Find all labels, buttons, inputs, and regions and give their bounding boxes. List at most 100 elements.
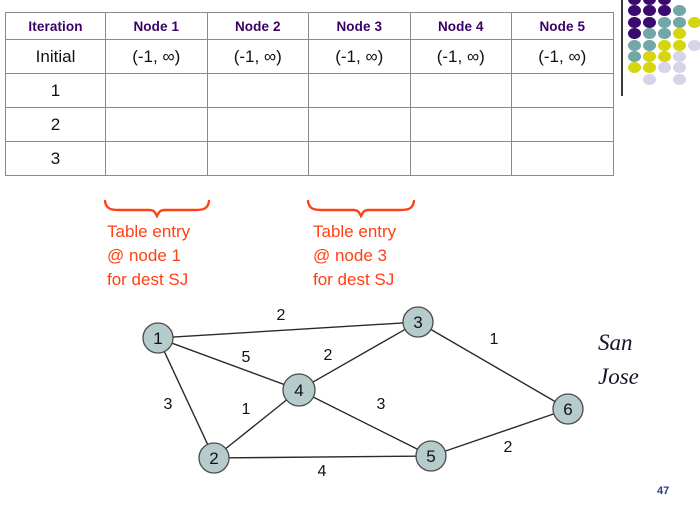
- edge-weight-5-6: 2: [504, 439, 513, 456]
- table-header-node-4: Node 4: [409, 12, 512, 40]
- cell-1-node-5[interactable]: [511, 73, 614, 108]
- decorative-dot: [643, 39, 656, 51]
- cell-initial-node-1[interactable]: (-1, ∞): [105, 39, 208, 74]
- decorative-dot: [673, 62, 686, 74]
- decorative-dot: [643, 62, 656, 74]
- decorative-dot: [658, 39, 671, 51]
- table-row: Initial (-1, ∞) (-1, ∞) (-1, ∞) (-1, ∞) …: [5, 39, 614, 74]
- decorative-dot: [688, 16, 700, 28]
- cell-1-node-2[interactable]: [206, 73, 309, 108]
- edge-weight-1-3: 2: [277, 307, 286, 324]
- page-number: 47: [657, 485, 670, 497]
- edge-weight-2-5: 4: [318, 463, 327, 480]
- table-row: 2: [5, 107, 614, 142]
- brace-node-1: [103, 199, 211, 219]
- decorative-dot: [643, 51, 656, 62]
- table-row: 1: [5, 73, 614, 108]
- row-label-3: 3: [5, 141, 106, 176]
- decorative-dot: [628, 39, 641, 51]
- annotation-node-1-line-2: @ node 1: [107, 246, 181, 265]
- decorative-dot: [673, 39, 686, 51]
- edge-weight-3-6: 1: [490, 331, 499, 348]
- cell-2-node-2[interactable]: [206, 107, 309, 142]
- table-row: 3: [5, 141, 614, 176]
- edge-weight-2-4: 1: [242, 401, 251, 418]
- graph-nodes: 1 2 3 4 5 6: [142, 306, 584, 474]
- cell-initial-node-2[interactable]: (-1, ∞): [206, 39, 309, 74]
- cell-3-node-5[interactable]: [511, 141, 614, 176]
- cell-3-node-3[interactable]: [308, 141, 411, 176]
- cell-3-node-4[interactable]: [409, 141, 512, 176]
- table-header-iteration: Iteration: [5, 12, 106, 40]
- decorative-dot: [643, 28, 656, 40]
- decorative-dot: [628, 62, 641, 74]
- edge-weight-1-4: 5: [242, 349, 251, 366]
- cell-1-node-4[interactable]: [409, 73, 512, 108]
- decorative-dot: [628, 28, 641, 40]
- graph-edge-1-4: [171, 342, 285, 386]
- graph-node-label-3: 3: [413, 313, 422, 332]
- decorative-dot: [643, 73, 656, 85]
- graph-edge-labels: 2 5 3 1 4 2 3 1 2: [164, 307, 513, 480]
- graph-edge-4-5: [312, 396, 418, 450]
- san-jose-label: San Jose: [598, 326, 639, 394]
- graph-edge-2-5: [228, 455, 417, 459]
- decorative-dot: [628, 0, 641, 5]
- graph-node-label-4: 4: [294, 381, 303, 400]
- brace-node-3: [306, 199, 416, 219]
- annotation-node-3: Table entry @ node 3 for dest SJ: [313, 220, 396, 292]
- graph-node-label-2: 2: [209, 449, 218, 468]
- decorative-dot: [688, 39, 700, 51]
- cell-1-node-1[interactable]: [105, 73, 208, 108]
- table-header-node-2: Node 2: [206, 12, 309, 40]
- decorative-dot: [673, 51, 686, 62]
- cell-initial-node-4[interactable]: (-1, ∞): [409, 39, 512, 74]
- decorative-dot: [628, 16, 641, 28]
- row-label-2: 2: [5, 107, 106, 142]
- decorative-dot: [673, 28, 686, 40]
- cell-initial-node-3[interactable]: (-1, ∞): [308, 39, 411, 74]
- san-jose-line-2: Jose: [598, 364, 639, 389]
- decorative-dot: [673, 16, 686, 28]
- graph-node-label-5: 5: [426, 447, 435, 466]
- graph-edge-2-4: [225, 399, 287, 450]
- decorative-dot: [658, 5, 671, 17]
- decorative-dot: [628, 5, 641, 17]
- annotation-node-1: Table entry @ node 1 for dest SJ: [107, 220, 190, 292]
- cell-2-node-3[interactable]: [308, 107, 411, 142]
- annotation-node-3-line-2: @ node 3: [313, 246, 387, 265]
- table-header-node-3: Node 3: [308, 12, 411, 40]
- graph-edge-5-6: [444, 413, 555, 452]
- cell-initial-node-5[interactable]: (-1, ∞): [511, 39, 614, 74]
- graph-node-label-1: 1: [153, 329, 162, 348]
- cell-2-node-5[interactable]: [511, 107, 614, 142]
- decorative-dot: [643, 16, 656, 28]
- decorative-dot: [658, 0, 671, 5]
- distance-vector-table: Iteration Node 1 Node 2 Node 3 Node 4 No…: [5, 12, 614, 176]
- vertical-divider-line: [621, 0, 623, 96]
- decorative-dot-grid: [628, 0, 700, 85]
- graph-edge-1-3: [172, 322, 404, 338]
- annotation-node-3-line-3: for dest SJ: [313, 270, 395, 289]
- table-header-node-5: Node 5: [511, 12, 614, 40]
- decorative-dot: [673, 5, 686, 17]
- cell-2-node-1[interactable]: [105, 107, 208, 142]
- edge-weight-1-2: 3: [164, 396, 173, 413]
- decorative-dot: [643, 0, 656, 5]
- decorative-dot: [673, 73, 686, 85]
- table-header-node-1: Node 1: [105, 12, 208, 40]
- decorative-dot: [658, 51, 671, 62]
- edge-weight-4-5: 3: [377, 396, 386, 413]
- san-jose-line-1: San: [598, 330, 633, 355]
- cell-1-node-3[interactable]: [308, 73, 411, 108]
- graph-node-label-6: 6: [563, 400, 572, 419]
- annotation-node-1-line-3: for dest SJ: [107, 270, 189, 289]
- table-header-row: Iteration Node 1 Node 2 Node 3 Node 4 No…: [5, 12, 614, 40]
- decorative-dot: [658, 16, 671, 28]
- annotation-node-3-line-1: Table entry: [313, 222, 397, 241]
- decorative-dot: [643, 5, 656, 17]
- cell-3-node-2[interactable]: [206, 141, 309, 176]
- row-label-initial: Initial: [5, 39, 106, 74]
- cell-3-node-1[interactable]: [105, 141, 208, 176]
- cell-2-node-4[interactable]: [409, 107, 512, 142]
